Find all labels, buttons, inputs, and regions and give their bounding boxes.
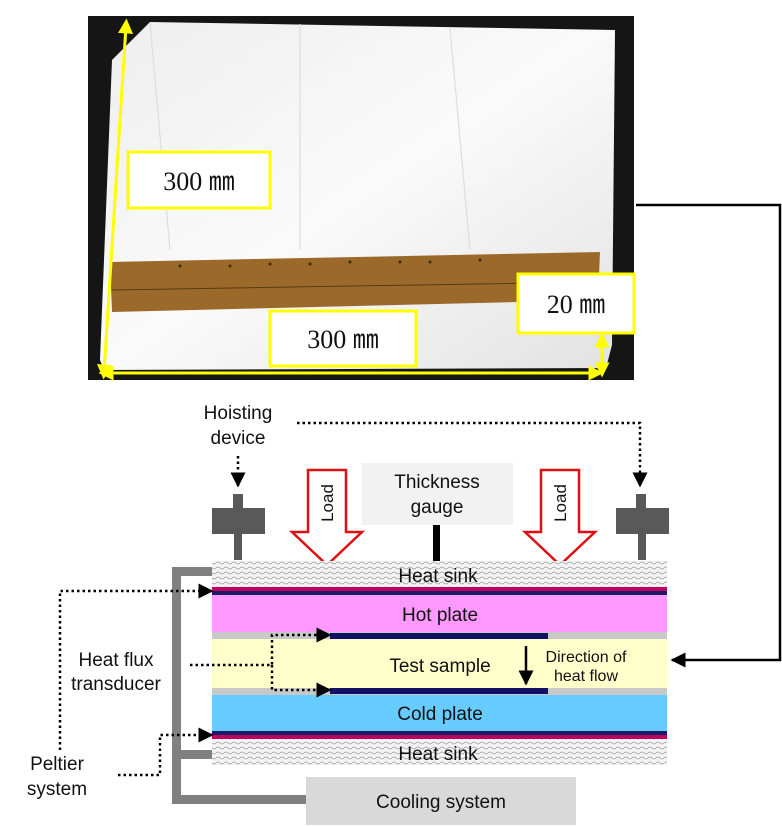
heat-sink-top-label: Heat sink [398, 566, 478, 587]
heat-flux-transducer-label-line2: transducer [71, 674, 161, 695]
sample-photo: 300 ㎜ 300 ㎜ 20 ㎜ [88, 16, 636, 381]
peltier-system-label-line1: Peltier [30, 754, 85, 775]
photo-to-sample-connector [636, 203, 782, 668]
peltier-top-dark [212, 591, 667, 595]
cooling-system-box [306, 777, 576, 825]
peltier-system-label-line2: system [27, 779, 87, 800]
heat-flow-label-line2: heat flow [554, 668, 618, 685]
ruler [110, 252, 600, 312]
heat-flux-transducer-label-line1: Heat flux [79, 650, 154, 671]
height-dimension-line [96, 18, 134, 380]
heat-sink-bottom [212, 739, 667, 765]
hot-plate-label: Hot plate [402, 605, 478, 626]
heat-sink-bottom-label: Heat sink [398, 744, 478, 765]
cold-plate-label: Cold plate [397, 704, 483, 725]
apparatus-schematic: Hoisting device Load Load Thickness gaug… [27, 403, 669, 825]
width-label-box [268, 309, 418, 368]
load-arrow-left [288, 468, 366, 567]
thickness-gauge-box [362, 463, 513, 525]
test-sample [212, 639, 667, 688]
height-label: 300 ㎜ [163, 167, 235, 196]
heat-flow-label-line1: Direction of [546, 649, 627, 666]
thickness-gauge-label-line2: gauge [411, 497, 464, 518]
height-label-box [126, 150, 272, 210]
heat-flux-transducer-top [330, 633, 548, 639]
hoist-left [212, 494, 265, 560]
cold-plate [212, 695, 667, 731]
peltier-top-red [212, 587, 667, 591]
peltier-bottom-dark [212, 731, 667, 735]
peltier-arrow-bottom [118, 727, 214, 777]
hot-plate [212, 595, 667, 632]
load-label-right: Load [551, 484, 570, 522]
cooling-pipes [172, 567, 306, 804]
heat-sink-top [212, 561, 667, 587]
cooling-system-label: Cooling system [376, 792, 506, 813]
hoist-right [616, 494, 669, 560]
width-label: 300 ㎜ [307, 325, 379, 354]
thickness-label-box [516, 272, 636, 335]
transducer-arrow-top [190, 627, 332, 667]
hoisting-device-label-line1: Hoisting [204, 403, 273, 424]
hoist-arrow-right [297, 421, 648, 488]
hoisting-device-label-line2: device [211, 428, 266, 449]
load-label-left: Load [318, 484, 337, 522]
test-sample-label: Test sample [389, 656, 490, 677]
heat-flux-transducer-bottom [330, 688, 548, 694]
thickness-gauge-probe [433, 525, 440, 561]
thickness-label: 20 ㎜ [547, 290, 606, 319]
peltier-arrow-top [58, 583, 214, 750]
thickness-gauge-label-line1: Thickness [394, 472, 480, 493]
peltier-bottom-red [212, 735, 667, 739]
load-arrow-right [521, 468, 599, 567]
